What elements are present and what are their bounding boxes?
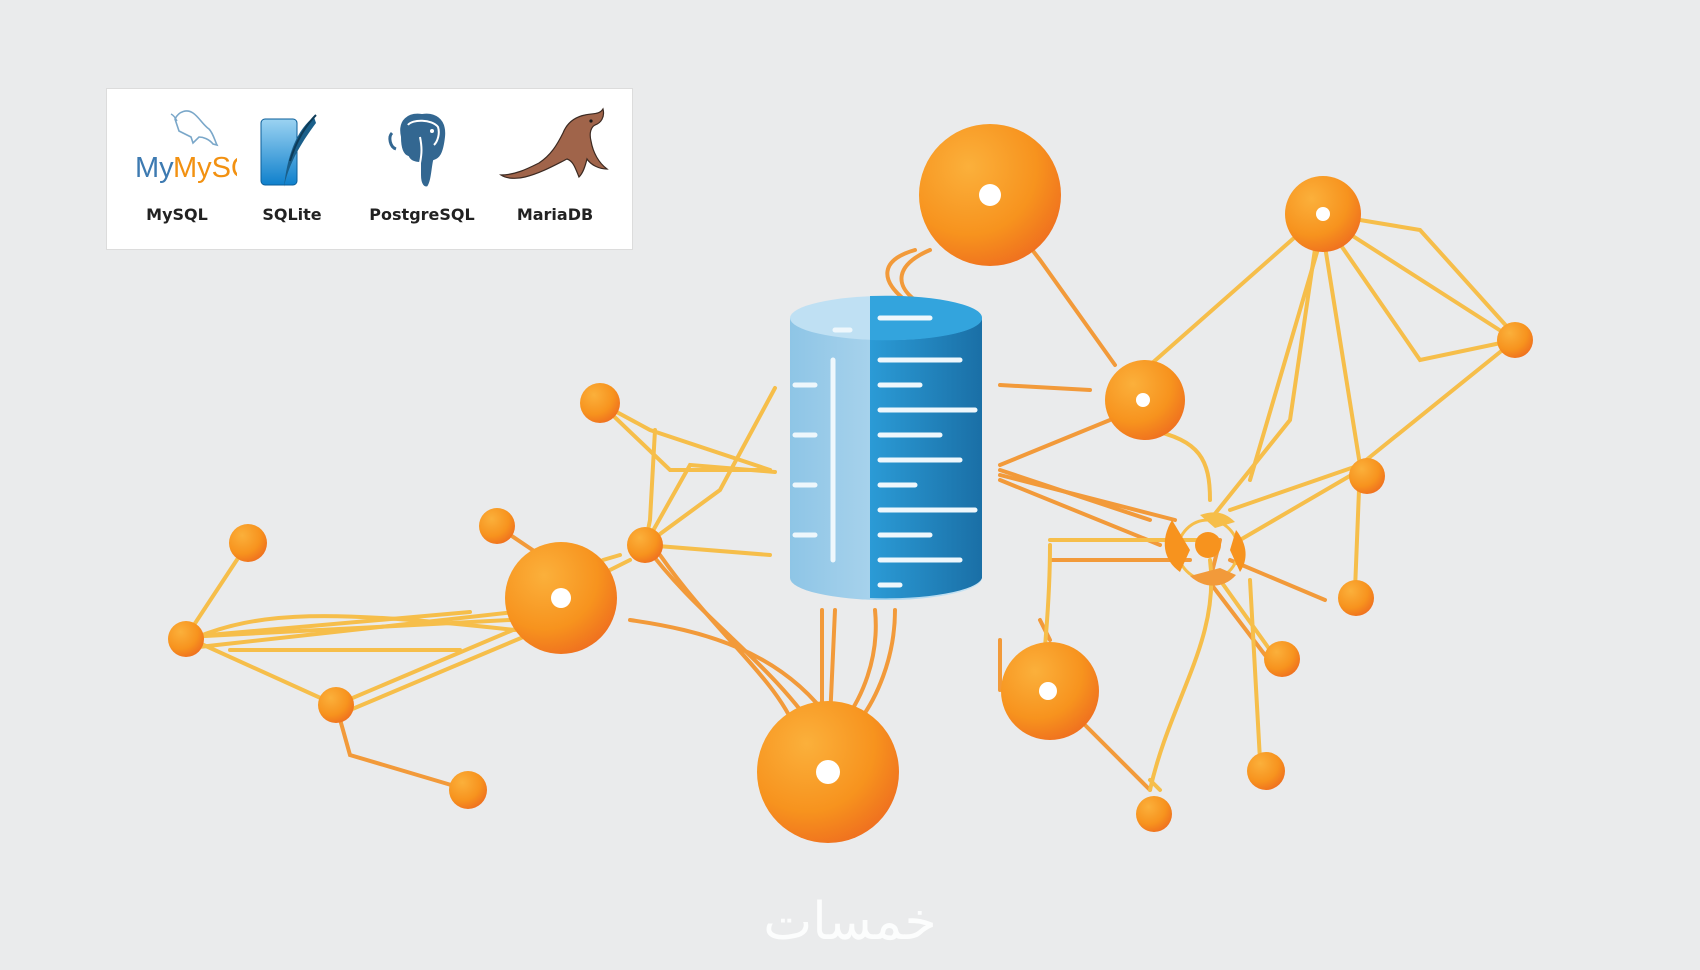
khamsat-watermark: خمسات: [763, 892, 937, 952]
database-logos-panel: My MySQL MySQL SQLite Postg: [106, 88, 633, 250]
network-node: [479, 508, 515, 544]
sqlite-feather-icon: [260, 114, 317, 187]
mariadb-seal-icon: [499, 107, 609, 179]
network-node: [1338, 580, 1374, 616]
database-cylinder-icon: [790, 295, 983, 600]
network-node-center: [1316, 207, 1330, 221]
network-node-center: [1039, 682, 1057, 700]
mysql-wordmark-my: My: [135, 152, 174, 184]
network-node-center: [816, 760, 840, 784]
mysql-dolphin-icon: My MySQL: [135, 110, 237, 184]
network-node: [318, 687, 354, 723]
network-node: [1264, 641, 1300, 677]
network-node-center: [551, 588, 571, 608]
hub-cluster: [1164, 512, 1246, 586]
sqlite-logo: SQLite: [232, 97, 352, 247]
postgresql-logo: PostgreSQL: [362, 97, 482, 247]
network-node: [449, 771, 487, 809]
logo-label-mysql: MySQL: [146, 205, 208, 224]
network-node: [1247, 752, 1285, 790]
postgresql-elephant-icon: [388, 111, 448, 189]
network-node: [1497, 322, 1533, 358]
mysql-wordmark: MySQL: [173, 152, 237, 184]
mysql-logo: My MySQL MySQL: [117, 97, 237, 247]
logo-label-sqlite: SQLite: [262, 205, 322, 224]
network-node-center: [1136, 393, 1150, 407]
network-node: [580, 383, 620, 423]
logo-label-mariadb: MariaDB: [516, 205, 594, 224]
network-node-center: [979, 184, 1001, 206]
logo-label-postgresql: PostgreSQL: [369, 205, 475, 224]
network-node: [1136, 796, 1172, 832]
network-node: [1349, 458, 1385, 494]
mariadb-logo: MariaDB: [495, 97, 615, 247]
network-node: [229, 524, 267, 562]
network-node: [627, 527, 663, 563]
network-node: [168, 621, 204, 657]
network-nodes: [168, 124, 1533, 843]
